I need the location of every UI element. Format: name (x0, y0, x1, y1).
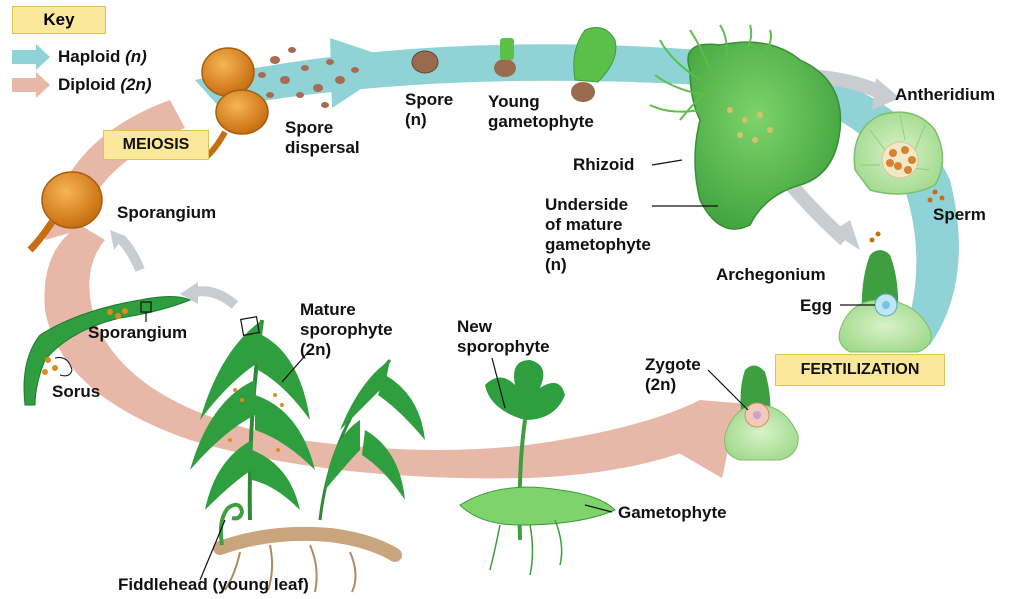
zygote-drawing (724, 365, 799, 461)
label-zygote: Zygote(2n) (645, 355, 701, 394)
gray-arrow-pinna-to-sorus (194, 286, 239, 309)
label-antheridium: Antheridium (895, 85, 996, 104)
rhizome-drawing (213, 526, 402, 593)
young-gametophyte-larger (573, 27, 617, 83)
label-spore: Spore(n) (405, 90, 454, 129)
label-gametophyte: Gametophyte (618, 503, 727, 522)
gray-arrowhead-sorus (110, 230, 125, 250)
leader-zygote (707, 369, 749, 411)
label-sorus: Sorus (52, 382, 101, 401)
mature-gametophyte-drawing (649, 24, 842, 230)
antheridium-drawing (853, 111, 944, 195)
label-egg: Egg (800, 296, 833, 315)
label-archegonium: Archegonium (716, 265, 826, 284)
label-underside-mature-gametophyte: Underside of mature gametophyte (n) (545, 195, 651, 274)
sporangium-open-top (201, 47, 255, 97)
gray-arrowhead-pinna (180, 282, 198, 304)
new-sporophyte-drawing (459, 360, 616, 576)
gray-arrowhead-archegonium (832, 220, 860, 250)
gray-arrow-sorus-to-sporangium (116, 234, 145, 272)
archegonium-drawing (838, 231, 932, 353)
pinna-with-sori (23, 296, 192, 406)
leader-rhizoid (651, 159, 683, 166)
fertilization-stage-box: FERTILIZATION (775, 354, 945, 386)
dispersing-spores (258, 47, 359, 108)
leader-fiddlehead (199, 519, 226, 581)
key-diploid-label: Diploid (2n) (58, 75, 152, 94)
young-gametophyte-small (500, 38, 514, 60)
diploid-cycle-band (44, 225, 760, 479)
label-mature-sporophyte: Mature sporophyte (2n) (300, 300, 393, 359)
sporangium-open-lower (215, 89, 269, 135)
meiosis-stage-box: MEIOSIS (103, 130, 209, 160)
key-haploid-arrow (12, 44, 50, 70)
diploid-arrowhead (665, 418, 735, 478)
spore-drawing (411, 50, 439, 74)
sperm-drawing (927, 189, 945, 203)
haploid-arrowhead (330, 38, 402, 108)
label-sperm: Sperm (933, 205, 986, 224)
leader-sporophyte (281, 349, 311, 383)
mature-sporophyte-drawing (190, 316, 425, 521)
label-fiddlehead: Fiddlehead (young leaf) (118, 575, 309, 594)
leader-new-sporophyte (491, 357, 506, 409)
gray-arrowhead-antheridium (872, 78, 900, 110)
key-haploid-label: Haploid (n) (58, 47, 147, 66)
label-rhizoid: Rhizoid (573, 155, 635, 174)
key-title: Key (12, 6, 106, 34)
fiddlehead-drawing (218, 502, 245, 546)
label-sporangium-pinna: Sporangium (88, 323, 188, 342)
sporangium-closed (41, 171, 103, 229)
label-sporangium-top: Sporangium (117, 203, 217, 222)
haploid-cycle-band (195, 44, 959, 346)
key-diploid-arrow (12, 72, 50, 98)
leader-gametophyte (584, 504, 613, 513)
